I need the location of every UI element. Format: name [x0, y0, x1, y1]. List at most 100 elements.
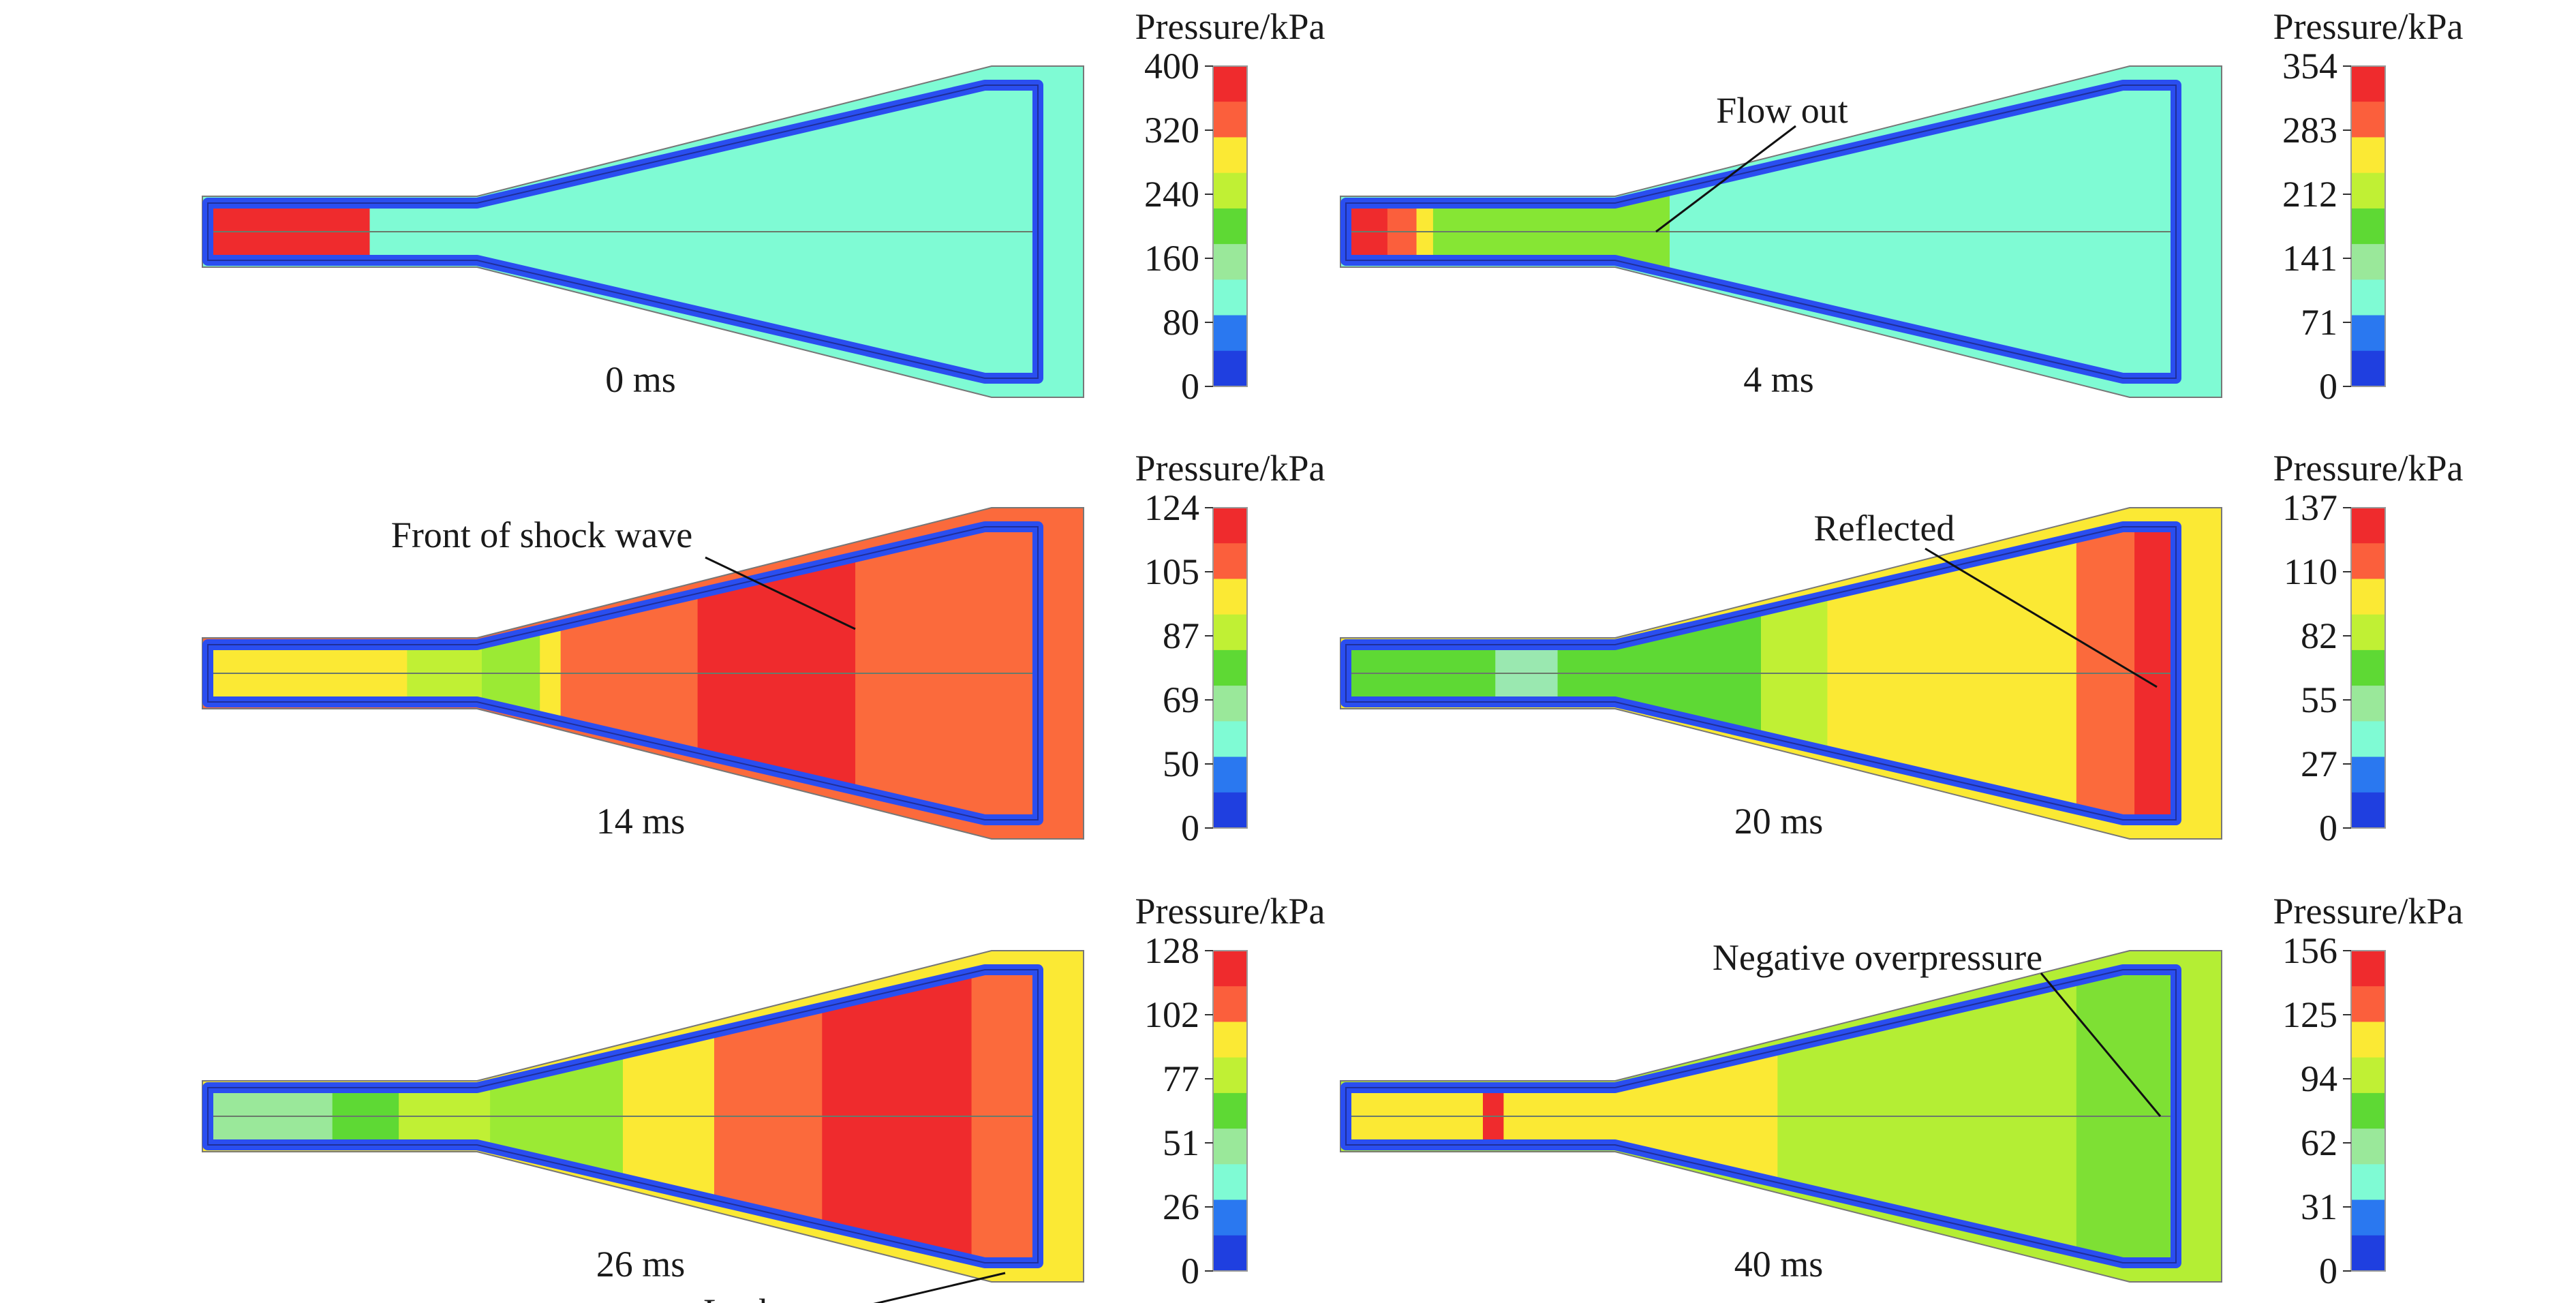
- colorbar-segment: [2351, 543, 2385, 580]
- colorbar-segment: [1213, 649, 1247, 687]
- colorbar-frame: [1212, 950, 1248, 1272]
- colorbar-tick-label: 0: [1181, 1251, 1199, 1291]
- time-label: 26 ms: [596, 1244, 686, 1285]
- colorbar-tick-label: 31: [2301, 1186, 2337, 1227]
- colorbar-tick-label: 124: [1144, 487, 1199, 528]
- colorbar-segment: [1213, 986, 1247, 1023]
- colorbar-segment: [1213, 350, 1247, 387]
- colorbar-segment: [2351, 137, 2385, 174]
- colorbar-title: Pressure/kPa: [2273, 6, 2464, 47]
- colorbar-tick-label: 26: [1163, 1186, 1199, 1227]
- colorbar-segment: [2351, 172, 2385, 209]
- colorbar-tick-label: 141: [2282, 238, 2337, 279]
- colorbar-segment: [1213, 1057, 1247, 1094]
- vessel-wall-inner-line: [207, 526, 1039, 821]
- colorbar-segment: [1213, 1129, 1247, 1165]
- colorbar-tick-label: 137: [2282, 487, 2337, 528]
- colorbar-segment: [1213, 279, 1247, 316]
- colorbar-segment: [1213, 1092, 1247, 1130]
- colorbar-frame: [2350, 65, 2386, 387]
- colorbar-tick-label: 156: [2282, 930, 2337, 971]
- colorbar-tick-label: 102: [1144, 994, 1199, 1035]
- colorbar-segment: [2351, 986, 2385, 1023]
- colorbar-segment: [2351, 1057, 2385, 1094]
- colorbar-frame: [1212, 65, 1248, 387]
- colorbar-segment: [1213, 1235, 1247, 1272]
- colorbar-tick-label: 354: [2282, 46, 2337, 87]
- annotation-leader: [1925, 547, 2158, 688]
- time-label: 14 ms: [596, 801, 686, 842]
- time-label: 0 ms: [605, 359, 676, 400]
- annotation-label: Flow out: [1716, 90, 1848, 131]
- colorbar-title: Pressure/kPa: [1135, 891, 1325, 932]
- colorbar-segment: [2351, 1129, 2385, 1165]
- colorbar-segment: [1213, 244, 1247, 281]
- colorbar-tick-label: 0: [1181, 808, 1199, 848]
- colorbar-segment: [2351, 649, 2385, 687]
- annotation-leader: [873, 1272, 1006, 1303]
- colorbar-segment: [1213, 1199, 1247, 1236]
- colorbar-segment: [1213, 543, 1247, 580]
- colorbar-tick-label: 69: [1163, 679, 1199, 720]
- colorbar-tick-label: 94: [2301, 1058, 2337, 1099]
- colorbar-segment: [2351, 614, 2385, 651]
- annotation-leakage: Leakage: [703, 1291, 828, 1303]
- colorbar-segment: [2351, 244, 2385, 281]
- colorbar-segment: [1213, 508, 1247, 545]
- colorbar-segment: [1213, 172, 1247, 209]
- colorbar-segment: [2351, 1199, 2385, 1236]
- colorbar-tick-label: 110: [2284, 551, 2337, 592]
- colorbar-segment: [2351, 721, 2385, 758]
- colorbar-tick-label: 51: [1163, 1122, 1199, 1163]
- colorbar-tick-label: 105: [1144, 551, 1199, 592]
- colorbar-segment: [1213, 137, 1247, 174]
- colorbar-segment: [1213, 721, 1247, 758]
- colorbar-segment: [2351, 1235, 2385, 1272]
- colorbar-tick-label: 71: [2301, 302, 2337, 343]
- colorbar-title: Pressure/kPa: [2273, 891, 2464, 932]
- annotation-label: Front of shock wave: [391, 515, 692, 555]
- colorbar-tick-label: 0: [2319, 366, 2337, 407]
- colorbar-segment: [1213, 315, 1247, 352]
- time-label: 4 ms: [1743, 359, 1814, 400]
- colorbar-frame: [2350, 950, 2386, 1272]
- vessel-wall-inner-line: [1345, 85, 2177, 379]
- colorbar-segment: [2351, 1164, 2385, 1201]
- colorbar-tick-label: 320: [1144, 110, 1199, 151]
- colorbar-tick-label: 50: [1163, 744, 1199, 784]
- colorbar-tick-label: 283: [2282, 110, 2337, 151]
- colorbar-segment: [2351, 686, 2385, 722]
- colorbar-tick-label: 0: [1181, 366, 1199, 407]
- colorbar-segment: [1213, 208, 1247, 245]
- colorbar-segment: [2351, 66, 2385, 103]
- colorbar-title: Pressure/kPa: [1135, 448, 1325, 489]
- colorbar-title: Pressure/kPa: [1135, 6, 1325, 47]
- vessel-wall-inner-line: [207, 969, 1039, 1263]
- colorbar-segment: [1213, 951, 1247, 987]
- colorbar-tick-label: 62: [2301, 1122, 2337, 1163]
- colorbar-title: Pressure/kPa: [2273, 448, 2464, 489]
- annotation-leader: [2040, 972, 2162, 1117]
- colorbar-tick-label: 55: [2301, 679, 2337, 720]
- annotation-leader: [1655, 125, 1796, 233]
- colorbar-tick-label: 212: [2282, 174, 2337, 215]
- colorbar-segment: [1213, 579, 1247, 615]
- colorbar-tick-label: 0: [2319, 1251, 2337, 1291]
- colorbar-segment: [1213, 686, 1247, 722]
- colorbar-segment: [2351, 279, 2385, 316]
- colorbar-segment: [2351, 102, 2385, 138]
- colorbar-segment: [2351, 579, 2385, 615]
- colorbar-segment: [1213, 1164, 1247, 1201]
- colorbar-segment: [2351, 792, 2385, 829]
